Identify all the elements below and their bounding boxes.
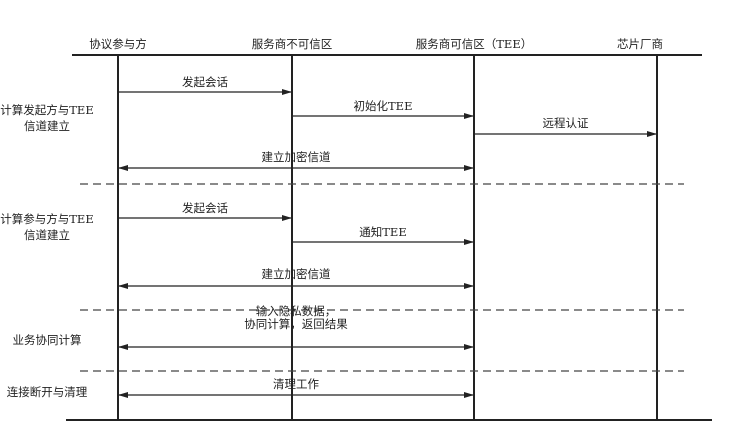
participant-label: 服务商不可信区 xyxy=(252,37,333,51)
message-label: 通知TEE xyxy=(359,225,406,239)
message-label: 初始化TEE xyxy=(354,99,413,113)
message-label: 远程认证 xyxy=(543,116,589,130)
message: 远程认证 xyxy=(475,116,657,137)
phase-label: 连接断开与清理 xyxy=(7,385,88,399)
participant-label: 协议参与方 xyxy=(89,37,147,51)
message: 建立加密信道 xyxy=(118,150,474,171)
message-label: 建立加密信道 xyxy=(262,150,331,164)
message: 通知TEE xyxy=(293,225,474,245)
phase-label: 计算参与方与TEE xyxy=(0,212,93,226)
message: 发起会话 xyxy=(119,201,292,221)
message: 建立加密信道 xyxy=(118,267,474,289)
participant-label: 服务商可信区（TEE） xyxy=(416,37,532,51)
lifelines xyxy=(117,55,658,420)
phase-label: 业务协同计算 xyxy=(13,333,82,347)
phase-label: 信道建立 xyxy=(24,228,70,242)
phase-dividers xyxy=(80,183,684,372)
message-label: 发起会话 xyxy=(182,201,228,215)
message-label: 建立加密信道 xyxy=(262,267,331,281)
participant-label: 芯片厂商 xyxy=(617,37,663,51)
message-label: 输入隐私数据， xyxy=(256,304,337,318)
message-label: 发起会话 xyxy=(182,75,228,89)
message-label: 协同计算，返回结果 xyxy=(244,317,348,331)
message: 清理工作 xyxy=(118,377,474,398)
message: 输入隐私数据，协同计算，返回结果 xyxy=(118,304,474,350)
phase-label: 信道建立 xyxy=(24,119,70,133)
phase-label: 计算发起方与TEE xyxy=(0,103,93,117)
messages: 发起会话初始化TEE远程认证建立加密信道发起会话通知TEE建立加密信道输入隐私数… xyxy=(118,75,657,398)
message: 发起会话 xyxy=(119,75,292,95)
participant-headers: 协议参与方 服务商不可信区 服务商可信区（TEE） 芯片厂商 xyxy=(89,37,663,51)
message: 初始化TEE xyxy=(293,99,474,119)
message-label: 清理工作 xyxy=(273,377,319,391)
